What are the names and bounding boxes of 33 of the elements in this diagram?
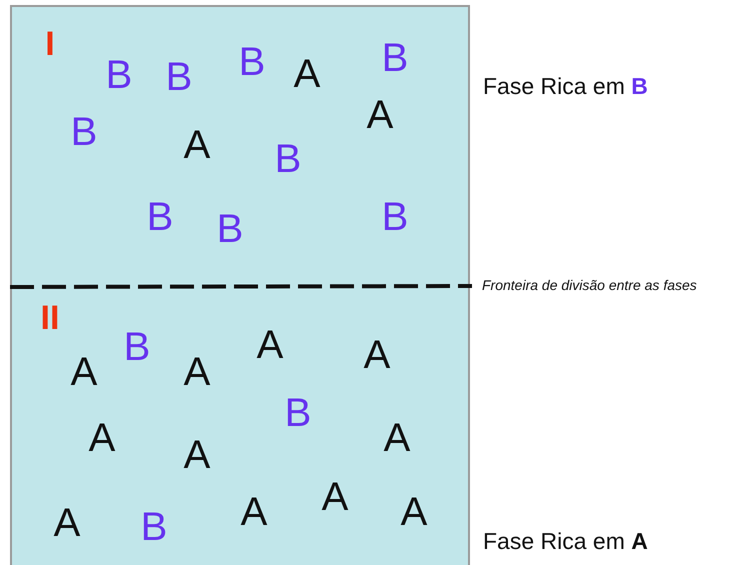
particle-letter: B [382,197,408,237]
particle-letter: B [70,112,98,152]
particle-letter: A [322,477,348,517]
particle-letter: A [400,492,428,532]
particle-letter: A [88,418,116,458]
phase-region [10,5,470,287]
particle-letter: B [274,139,302,179]
particle-letter: A [184,125,210,165]
particle-letter: A [54,503,80,543]
phase-label: Fase Rica em B [483,75,648,98]
particle-letter: A [384,418,410,458]
phase-region [10,287,470,565]
particle-letter: A [184,352,210,392]
particle-letter: B [124,327,150,367]
particle-letter: A [70,352,98,392]
particle-letter: B [166,57,192,97]
particle-letter: A [294,54,320,94]
particle-letter: A [240,492,268,532]
phase-label: Fase Rica em A [483,530,648,553]
boundary-label: Fronteira de divisão entre as fases [482,278,697,292]
phase-numeral: I [45,27,55,61]
particle-letter: A [364,335,390,375]
particle-letter: B [106,55,132,95]
phase-numeral: II [40,301,60,335]
particle-letter: B [146,197,174,237]
particle-letter: B [284,393,312,433]
particle-letter: A [184,435,210,475]
particle-letter: B [216,209,244,249]
particle-letter: A [366,95,394,135]
particle-letter: B [140,507,168,547]
particle-letter: A [256,325,284,365]
particle-letter: B [382,38,408,78]
particle-letter: B [238,42,266,82]
